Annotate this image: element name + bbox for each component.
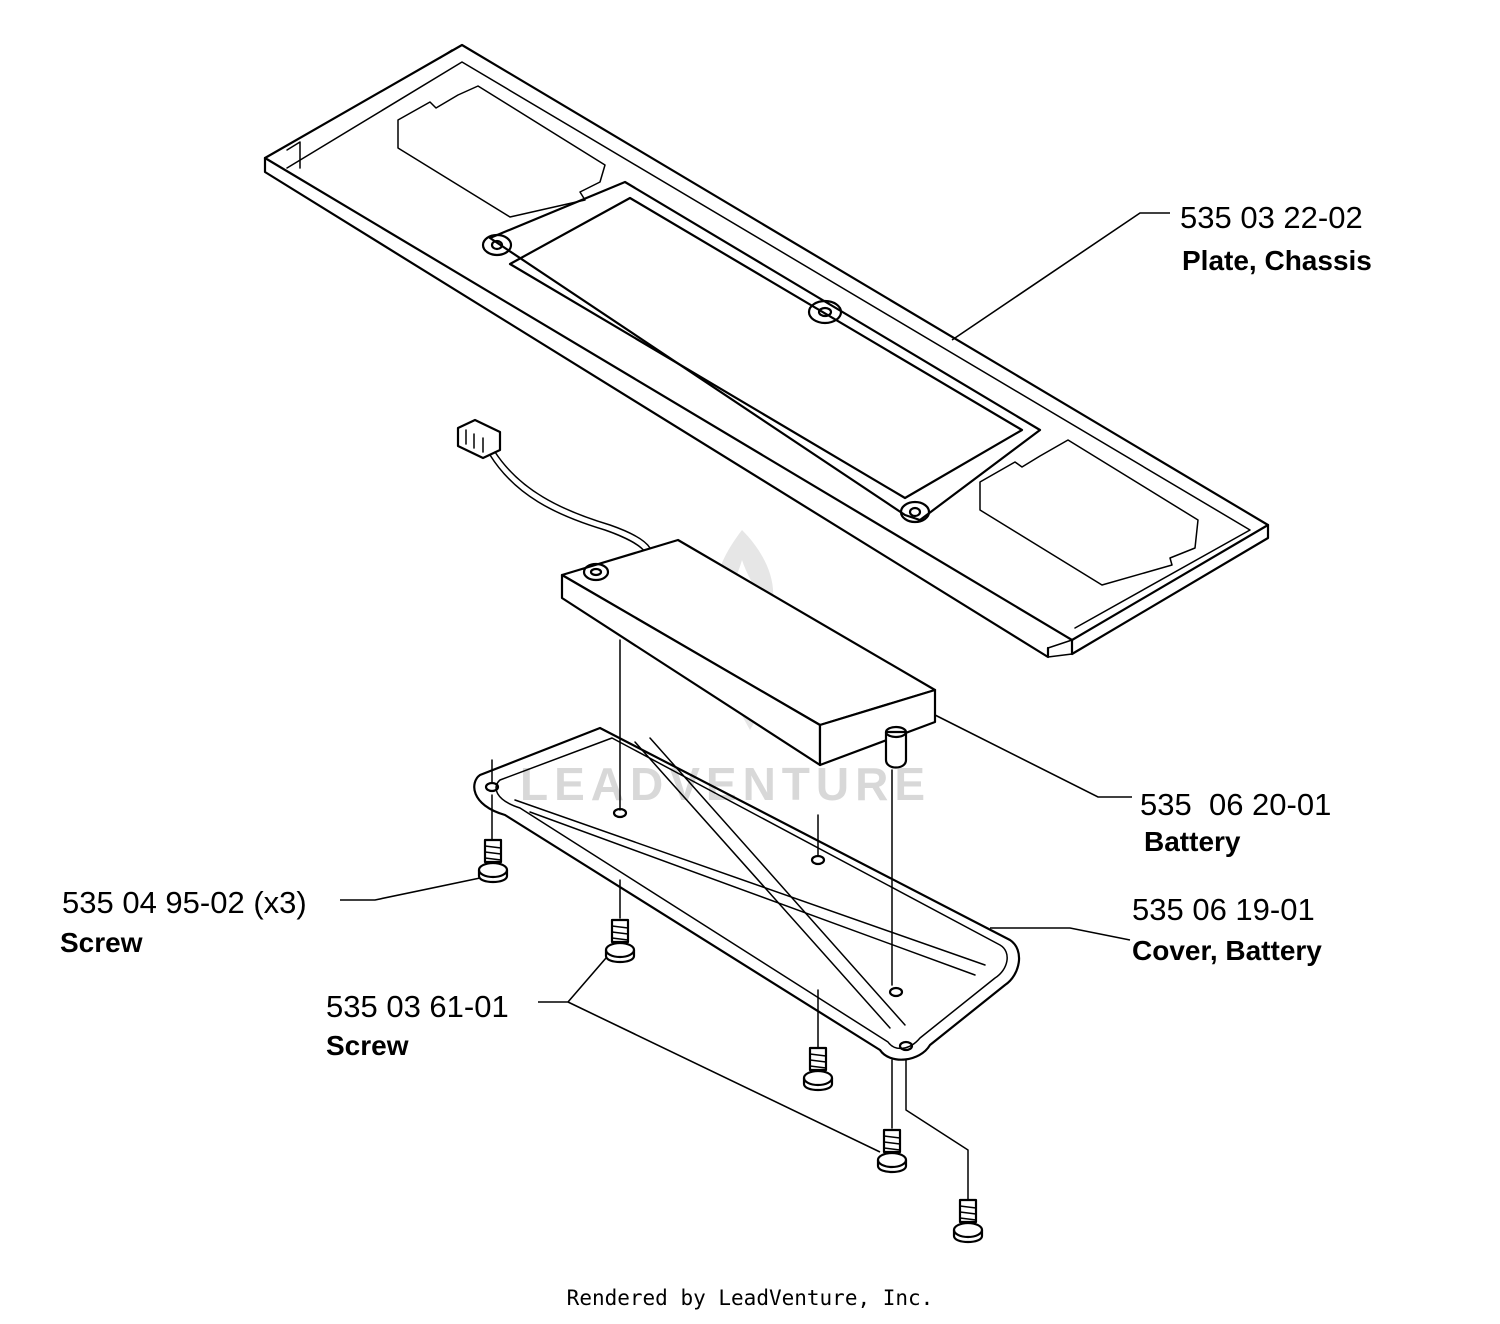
alignment-lines — [491, 639, 969, 1201]
part-name-cover: Cover, Battery — [1132, 935, 1322, 966]
battery-cover-drawing — [473, 726, 1021, 1061]
leader-plate — [951, 212, 1170, 341]
leader-battery — [934, 714, 1132, 798]
part-number-screw-b: 535 03 61-01 — [326, 989, 509, 1024]
callout-battery: 535 06 20-01 Battery — [1140, 787, 1331, 857]
part-number-plate: 535 03 22-02 — [1180, 200, 1363, 235]
callout-plate: 535 03 22-02 Plate, Chassis — [1180, 200, 1372, 276]
part-name-plate: Plate, Chassis — [1182, 245, 1372, 276]
callout-screw-b: 535 03 61-01 Screw — [326, 989, 509, 1061]
screw-icon — [952, 1198, 984, 1244]
callout-cover: 535 06 19-01 Cover, Battery — [1132, 892, 1322, 966]
screw-icon — [477, 838, 509, 884]
chassis-plate-drawing — [263, 43, 1270, 659]
part-number-screw-a: 535 04 95-02 (x3) — [62, 885, 307, 920]
battery-drawing — [456, 418, 937, 769]
screw-icon — [604, 918, 636, 964]
leader-screw-a — [340, 877, 481, 901]
part-name-screw-a: Screw — [60, 927, 143, 958]
screw-icon — [876, 1128, 908, 1174]
callout-screw-a: 535 04 95-02 (x3) Screw — [60, 885, 307, 958]
part-number-battery: 535 06 20-01 — [1140, 787, 1331, 822]
part-name-battery: Battery — [1144, 826, 1241, 857]
leader-screw-b — [538, 957, 881, 1153]
watermark-flame-icon — [715, 530, 774, 630]
watermark-text: LEADVENTURE — [520, 758, 931, 810]
footer-credit: Rendered by LeadVenture, Inc. — [566, 1286, 934, 1310]
part-name-screw-b: Screw — [326, 1030, 409, 1061]
part-number-cover: 535 06 19-01 — [1132, 892, 1315, 927]
leader-lines — [340, 212, 1170, 1153]
screw-icon — [802, 1046, 834, 1092]
leader-cover — [990, 927, 1131, 941]
screws-drawing — [477, 838, 984, 1244]
